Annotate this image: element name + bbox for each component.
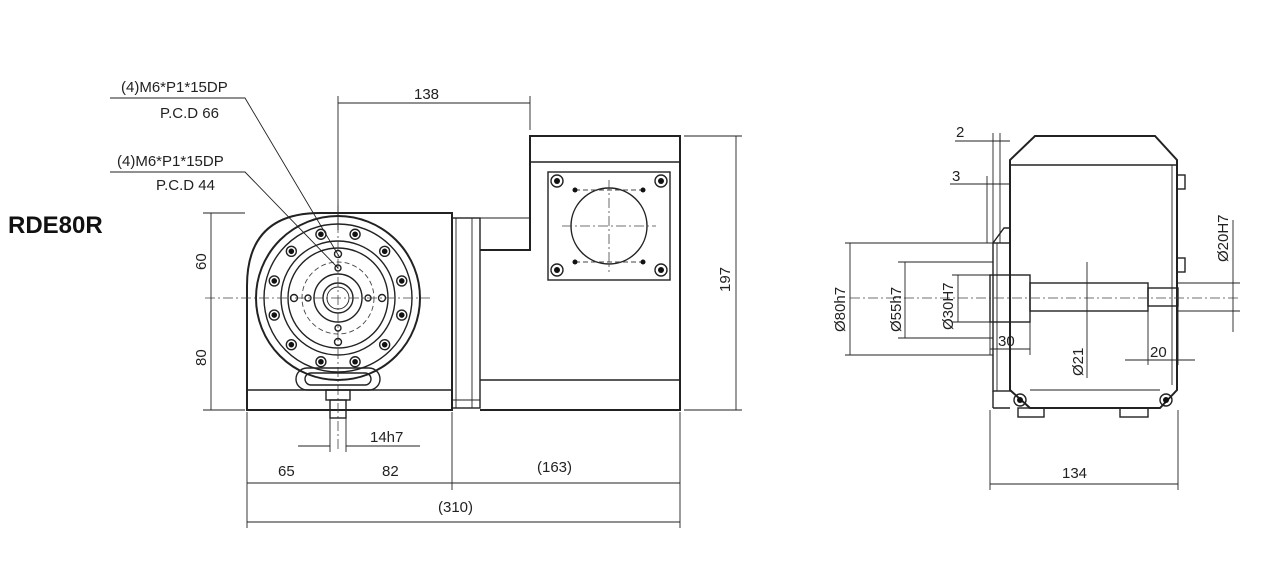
table-mounting-holes bbox=[289, 249, 387, 347]
dim-138: 138 bbox=[337, 86, 531, 230]
outer-bolt-core bbox=[381, 248, 388, 255]
svg-text:3: 3 bbox=[952, 168, 960, 185]
svg-text:(310): (310) bbox=[438, 499, 473, 516]
outer-bolt-circle bbox=[268, 228, 408, 368]
outer-bolt-core bbox=[398, 278, 405, 284]
svg-text:197: 197 bbox=[717, 267, 734, 292]
dim-bottom-row: 65 82 (163) bbox=[247, 459, 680, 484]
outer-bolt bbox=[396, 309, 408, 321]
outer-bolt-core bbox=[352, 231, 358, 238]
model-title: RDE80R bbox=[8, 212, 103, 239]
rotary-table-face bbox=[205, 205, 430, 450]
table-hole bbox=[377, 293, 387, 303]
outer-bolt bbox=[268, 309, 280, 321]
callout-outer-thread: (4)M6*P1*15DP bbox=[121, 79, 228, 96]
side-view: 2 3 Ø80h7 Ø55h7 Ø30H7 30 bbox=[832, 124, 1240, 490]
svg-text:14h7: 14h7 bbox=[370, 429, 403, 446]
svg-text:30: 30 bbox=[998, 333, 1015, 350]
outer-bolt bbox=[285, 245, 298, 258]
outer-bolt-core bbox=[288, 341, 295, 348]
callout-outer-leader bbox=[110, 97, 341, 259]
svg-text:20: 20 bbox=[1150, 344, 1167, 361]
outer-bolt-core bbox=[318, 231, 324, 238]
svg-text:Ø20H7: Ø20H7 bbox=[1215, 214, 1232, 262]
outer-bolt-core bbox=[318, 358, 324, 365]
svg-text:82: 82 bbox=[382, 463, 399, 480]
callout-inner-leader bbox=[110, 171, 339, 269]
side-body-outline bbox=[1009, 135, 1178, 409]
side-shaft bbox=[1029, 282, 1149, 312]
outer-bolt bbox=[349, 356, 361, 368]
table-hole bbox=[304, 294, 312, 302]
motor-body-outline bbox=[480, 135, 681, 411]
dim-30: 30 bbox=[989, 322, 1031, 355]
dim-310: (310) bbox=[247, 499, 680, 523]
table-hole bbox=[289, 293, 299, 303]
svg-text:Ø21: Ø21 bbox=[1070, 348, 1087, 376]
coupling-section bbox=[451, 217, 481, 409]
outer-bolt bbox=[315, 356, 327, 368]
outer-bolt-core bbox=[398, 312, 405, 318]
svg-text:134: 134 bbox=[1062, 465, 1087, 482]
callout-outer-pcd: P.C.D 66 bbox=[160, 105, 219, 122]
motor-flange bbox=[547, 171, 671, 281]
outer-bolt bbox=[349, 228, 361, 240]
dim-2-3: 2 3 bbox=[950, 124, 1010, 243]
dim-60-80: 60 80 bbox=[193, 212, 245, 411]
outer-bolt-core bbox=[352, 358, 358, 365]
svg-text:60: 60 bbox=[193, 253, 210, 270]
svg-text:Ø30H7: Ø30H7 bbox=[940, 282, 957, 330]
table-hole bbox=[334, 324, 342, 332]
outer-bolt-core bbox=[381, 341, 388, 348]
outer-bolt-core bbox=[288, 248, 295, 255]
front-view: (4)M6*P1*15DP P.C.D 66 (4)M6*P1*15DP P.C… bbox=[110, 79, 742, 528]
table-hole bbox=[333, 249, 343, 259]
svg-text:Ø80h7: Ø80h7 bbox=[832, 287, 849, 332]
dim-d20h7: Ø20H7 bbox=[1178, 214, 1240, 332]
svg-text:65: 65 bbox=[278, 463, 295, 480]
outer-bolt bbox=[378, 245, 391, 258]
side-bolts bbox=[1013, 174, 1186, 407]
side-flange bbox=[992, 242, 1011, 392]
lower-shaft bbox=[329, 399, 347, 419]
side-foot-right bbox=[1119, 407, 1149, 418]
outer-bolt bbox=[285, 338, 298, 351]
svg-text:2: 2 bbox=[956, 124, 964, 141]
outer-bolt bbox=[268, 275, 280, 287]
table-hole bbox=[333, 337, 343, 347]
callout-inner-pcd: P.C.D 44 bbox=[156, 177, 215, 194]
table-hole bbox=[334, 264, 342, 272]
dim-134: 134 bbox=[989, 410, 1179, 490]
motor-bolts bbox=[550, 174, 668, 277]
svg-text:(163): (163) bbox=[537, 459, 572, 476]
outer-bolt bbox=[396, 275, 408, 287]
outer-bolt-core bbox=[271, 278, 278, 284]
outer-bolt-core bbox=[271, 312, 278, 318]
dim-21: Ø21 bbox=[1070, 262, 1088, 378]
front-body-outline bbox=[246, 212, 453, 411]
side-shaft-end bbox=[1147, 287, 1179, 307]
outer-bolt bbox=[378, 338, 391, 351]
table-hole bbox=[364, 294, 372, 302]
svg-text:80: 80 bbox=[193, 349, 210, 366]
dim-diameters: Ø80h7 Ø55h7 Ø30H7 bbox=[832, 242, 993, 356]
dim-14h7: 14h7 bbox=[298, 418, 420, 452]
side-foot-left bbox=[1017, 407, 1045, 418]
dim-20: 20 bbox=[1125, 306, 1195, 365]
callout-inner-thread: (4)M6*P1*15DP bbox=[117, 153, 224, 170]
svg-text:Ø55h7: Ø55h7 bbox=[888, 287, 905, 332]
svg-text:138: 138 bbox=[414, 86, 439, 103]
dim-197: 197 bbox=[684, 135, 742, 411]
